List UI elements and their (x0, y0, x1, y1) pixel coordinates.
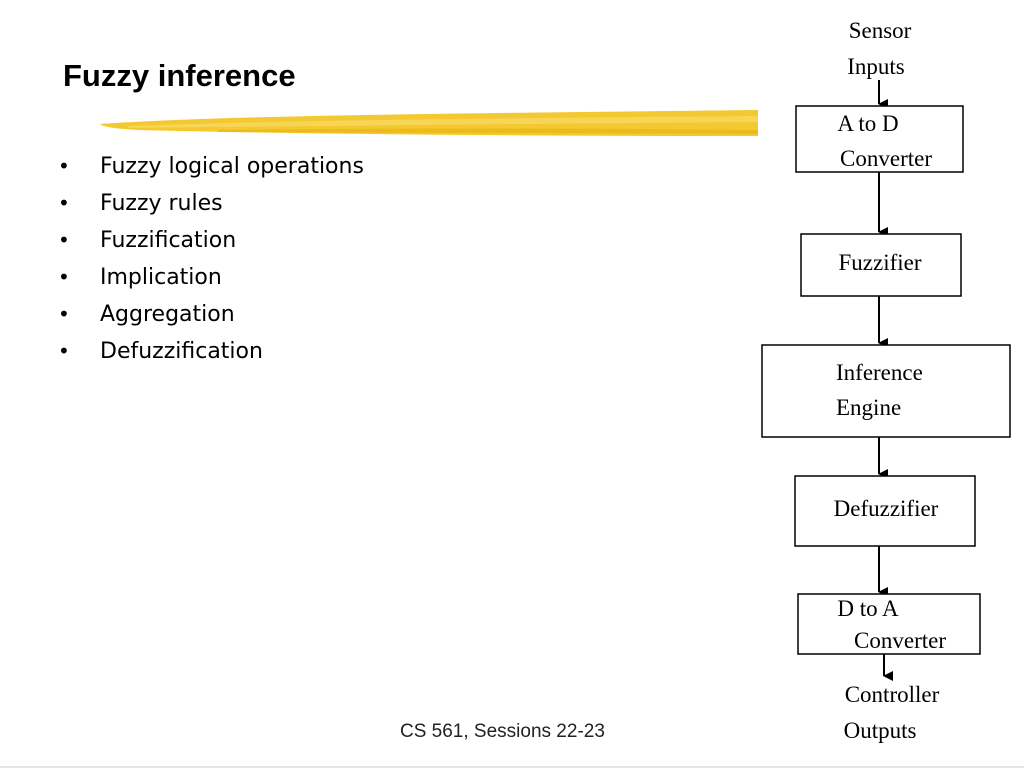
d-to-a-converter-label: D to A (837, 596, 899, 621)
bullet-text: Fuzzy rules (100, 191, 223, 216)
a-to-d-converter-box (795, 105, 964, 173)
list-item: • Aggregation (58, 296, 364, 333)
bullet-icon: • (58, 191, 70, 215)
list-item: • Fuzzy rules (58, 185, 364, 222)
bullet-text: Implication (100, 265, 222, 290)
defuzzifier-box (794, 475, 976, 547)
d-to-a-converter-box (797, 593, 981, 655)
controller-outputs-label: Outputs (844, 718, 917, 743)
inference-engine-box (761, 344, 1011, 438)
inference-engine-label: Inference (836, 360, 923, 385)
footer-text: CS 561, Sessions 22-23 (400, 721, 605, 742)
list-item: • Fuzzy logical operations (58, 148, 364, 185)
bullet-icon: • (58, 265, 70, 289)
bullet-icon: • (58, 154, 70, 178)
controller-outputs-label: Controller (845, 682, 940, 707)
bullet-text: Fuzzification (100, 228, 237, 253)
highlighter-stroke (100, 110, 758, 136)
bullet-list: • Fuzzy logical operations • Fuzzy rules •… (58, 148, 364, 370)
a-to-d-converter-label: A to D (837, 111, 898, 136)
d-to-a-converter-label: Converter (854, 628, 946, 653)
bullet-icon: • (58, 302, 70, 326)
list-item: • Implication (58, 259, 364, 296)
bullet-text: Fuzzy logical operations (100, 154, 364, 179)
sensor-inputs-label: Inputs (847, 54, 905, 79)
list-item: • Fuzzification (58, 222, 364, 259)
fuzzifier-box (800, 233, 962, 297)
sensor-inputs-label: Sensor (849, 18, 912, 43)
bullet-text: Defuzzification (100, 339, 263, 364)
bullet-icon: • (58, 228, 70, 252)
footer-rule (0, 766, 1024, 768)
defuzzifier-label: Defuzzifier (834, 496, 939, 521)
slide-title: Fuzzy inference (63, 58, 296, 93)
inference-engine-label: Engine (836, 395, 901, 420)
bullet-icon: • (58, 339, 70, 363)
fuzzifier-label: Fuzzifier (838, 250, 921, 275)
list-item: • Defuzzification (58, 333, 364, 370)
bullet-text: Aggregation (100, 302, 235, 327)
a-to-d-converter-label: Converter (840, 146, 932, 171)
